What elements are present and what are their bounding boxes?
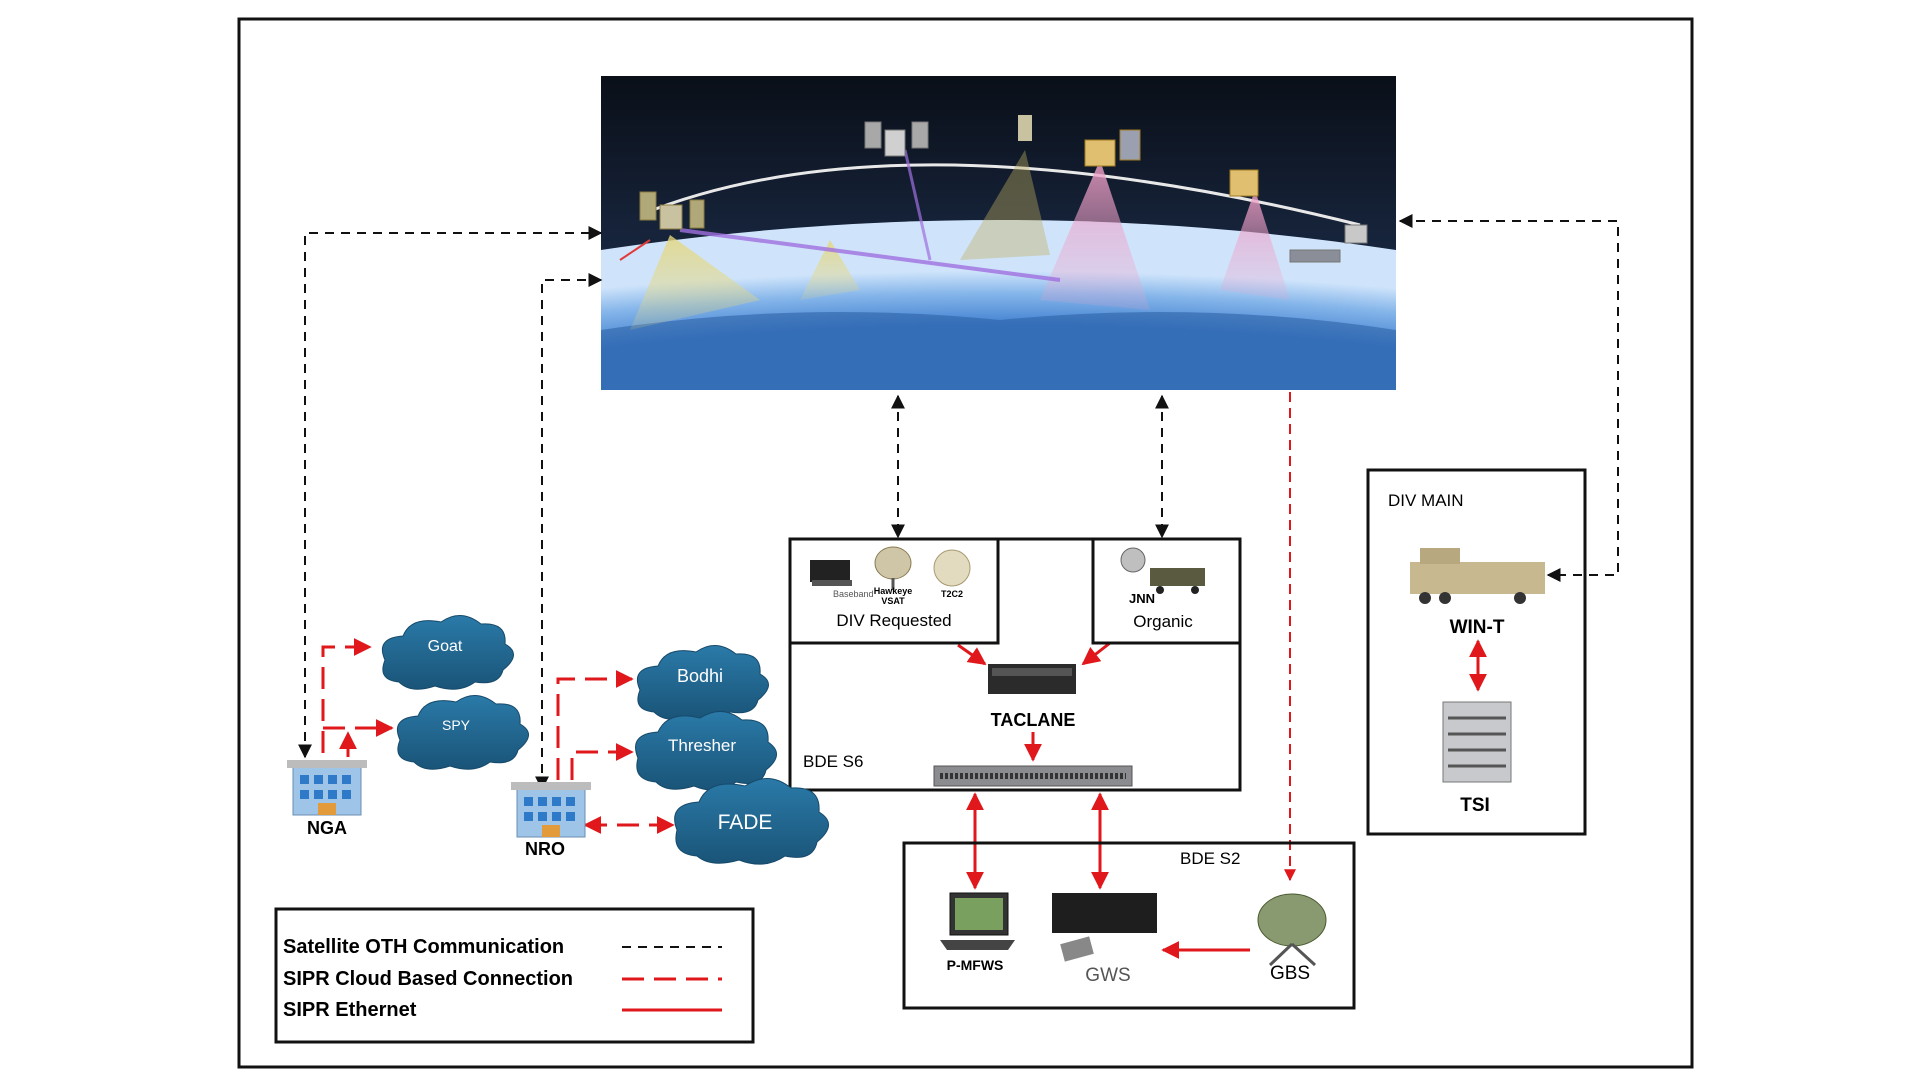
jnn-icon [1120, 547, 1205, 594]
spy-cloud-icon [396, 695, 529, 770]
baseband-label: Baseband [833, 589, 874, 599]
legend-label-oth: Satellite OTH Communication [283, 936, 564, 958]
gbs-dish-icon [1257, 893, 1327, 967]
bodhi-label: Bodhi [677, 666, 723, 686]
fade-cloud-icon [674, 778, 829, 865]
win-t-vehicle-icon [1410, 548, 1545, 604]
nro-building-icon [511, 782, 591, 838]
p-mfws-label: P-MFWS [947, 957, 1004, 973]
gbs-label: GBS [1270, 963, 1310, 984]
hawkeye-label-line2: VSAT [881, 596, 905, 606]
bde-s2-box: BDE S2 P-MFWS GWS GBS [902, 841, 1356, 1010]
t2c2-label: T2C2 [941, 589, 963, 599]
fade-label: FADE [718, 811, 773, 834]
goat-cloud-icon [381, 615, 514, 690]
nro-label: NRO [525, 839, 565, 859]
tsi-label: TSI [1460, 795, 1490, 816]
gws-workstation-icon [1052, 893, 1157, 962]
organic-box [1091, 537, 1242, 645]
div-main-box: DIV MAIN WIN-T TSI [1366, 468, 1587, 836]
bde-s6-label: BDE S6 [803, 752, 863, 771]
satellite-oth-links [298, 214, 1619, 791]
thresher-cloud-icon [635, 711, 777, 791]
nga-building-icon [287, 760, 367, 816]
legend-label-cloud: SIPR Cloud Based Connection [283, 968, 573, 990]
nga-label: NGA [307, 818, 347, 838]
taclane-icon [988, 664, 1076, 694]
div-main-label: DIV MAIN [1388, 491, 1464, 510]
sipr-ethernet-links [957, 639, 1487, 959]
network-switch-icon [933, 765, 1133, 787]
satellite-image [601, 76, 1396, 390]
gws-label: GWS [1085, 965, 1130, 986]
t2c2-icon [933, 549, 971, 587]
outer-frame [237, 17, 1694, 1069]
baseband-icon [810, 560, 852, 586]
hawkeye-label-line1: Hawkeye [874, 586, 913, 596]
win-t-label: WIN-T [1450, 617, 1505, 638]
bde-s2-label: BDE S2 [1180, 849, 1240, 868]
spy-label: SPY [442, 717, 471, 733]
laptop-icon [940, 892, 1015, 950]
taclane-label: TACLANE [991, 710, 1076, 730]
tsi-server-icon [1442, 701, 1512, 783]
sipr-cloud-links [321, 392, 1296, 882]
goat-label: Goat [428, 638, 463, 655]
legend-label-ethernet: SIPR Ethernet [283, 999, 417, 1021]
jnn-label: JNN [1129, 591, 1155, 606]
legend: Satellite OTH Communication SIPR Cloud B… [274, 907, 755, 1044]
div-requested-label: DIV Requested [836, 611, 951, 630]
div-requested-box [788, 537, 1000, 645]
bde-s6-box: Baseband Hawkeye VSAT T2C2 DIV Requested… [788, 537, 1242, 792]
hawkeye-vsat-icon [874, 546, 912, 590]
thresher-label: Thresher [668, 736, 736, 755]
organic-label: Organic [1133, 612, 1193, 631]
